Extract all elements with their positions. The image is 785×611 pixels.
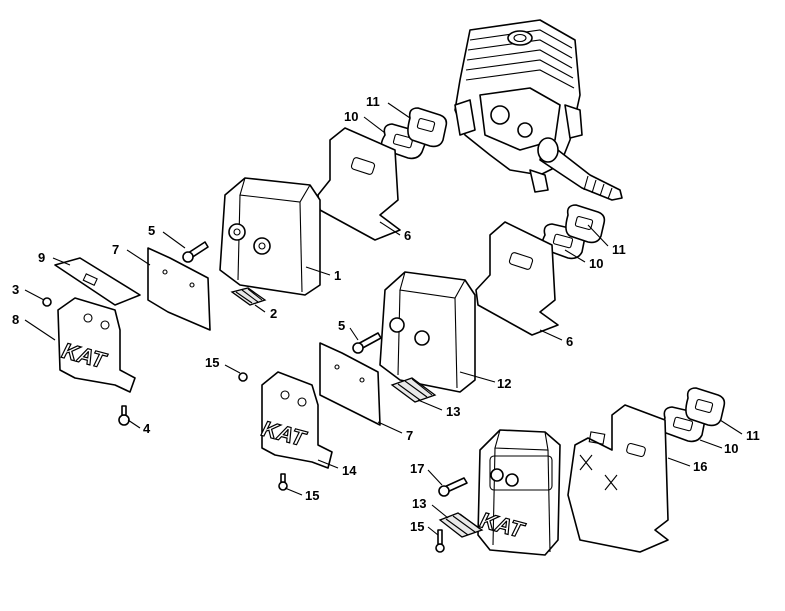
callout-13-bottom: 13 xyxy=(412,496,426,511)
callout-11-middle: 11 xyxy=(612,242,626,257)
callout-10-top: 10 xyxy=(344,109,358,124)
callout-7-middle: 7 xyxy=(406,428,413,443)
callout-6-top: 6 xyxy=(404,228,411,243)
plate-7-middle xyxy=(319,342,381,426)
spark-screen-13-bottom xyxy=(438,512,484,538)
callout-1: 1 xyxy=(334,268,341,283)
screw-4 xyxy=(118,405,130,426)
callout-8: 8 xyxy=(12,312,19,327)
callout-15-bottom: 15 xyxy=(410,519,424,534)
catalyst-cover-8: KAT xyxy=(57,297,136,393)
screw-15-bottom xyxy=(435,529,445,553)
callout-2: 2 xyxy=(270,306,277,321)
spark-screen-13-middle xyxy=(390,377,437,403)
muffler-1 xyxy=(219,177,321,296)
screw-17 xyxy=(438,477,468,497)
screw-5-middle xyxy=(352,332,382,354)
muffler-12 xyxy=(379,271,476,393)
callout-10-middle: 10 xyxy=(589,256,603,271)
engine-assembly xyxy=(454,19,623,201)
callout-17: 17 xyxy=(410,461,424,476)
screw-3 xyxy=(42,297,52,307)
callout-16: 16 xyxy=(693,459,707,474)
callout-10-bottom: 10 xyxy=(724,441,738,456)
callout-5-middle: 5 xyxy=(338,318,345,333)
spark-screen-2 xyxy=(230,287,267,306)
catalyst-cover-14: KAT xyxy=(259,371,333,469)
screw-15-lower xyxy=(278,473,288,491)
callout-15-lower: 15 xyxy=(305,488,319,503)
callout-15-middle: 15 xyxy=(205,355,219,370)
gasket-set-middle xyxy=(541,204,606,260)
callout-11-bottom: 11 xyxy=(746,428,760,443)
callout-12: 12 xyxy=(497,376,511,391)
callout-3: 3 xyxy=(12,282,19,297)
callout-7-top: 7 xyxy=(112,242,119,257)
callout-4: 4 xyxy=(143,421,151,436)
gasket-set-bottom xyxy=(661,387,726,443)
callout-9: 9 xyxy=(38,250,45,265)
gasket-9 xyxy=(54,257,141,306)
heat-shield-middle xyxy=(475,221,559,336)
callout-14: 14 xyxy=(342,463,357,478)
leader-lines xyxy=(24,102,743,536)
heat-shield-top xyxy=(317,127,401,241)
plate-7-top xyxy=(147,247,211,331)
screw-5-top xyxy=(182,241,209,263)
heat-shield-16 xyxy=(567,404,669,553)
screw-15-middle xyxy=(238,372,248,382)
callout-labels: 11 10 6 5 7 1 2 9 3 8 4 11 10 6 5 12 13 … xyxy=(12,94,760,534)
callout-11-top: 11 xyxy=(366,94,380,109)
muffler-catalyst-bottom: KAT xyxy=(477,429,561,556)
callout-13-middle: 13 xyxy=(446,404,460,419)
callout-5-top: 5 xyxy=(148,223,155,238)
callout-6-middle: 6 xyxy=(566,334,573,349)
